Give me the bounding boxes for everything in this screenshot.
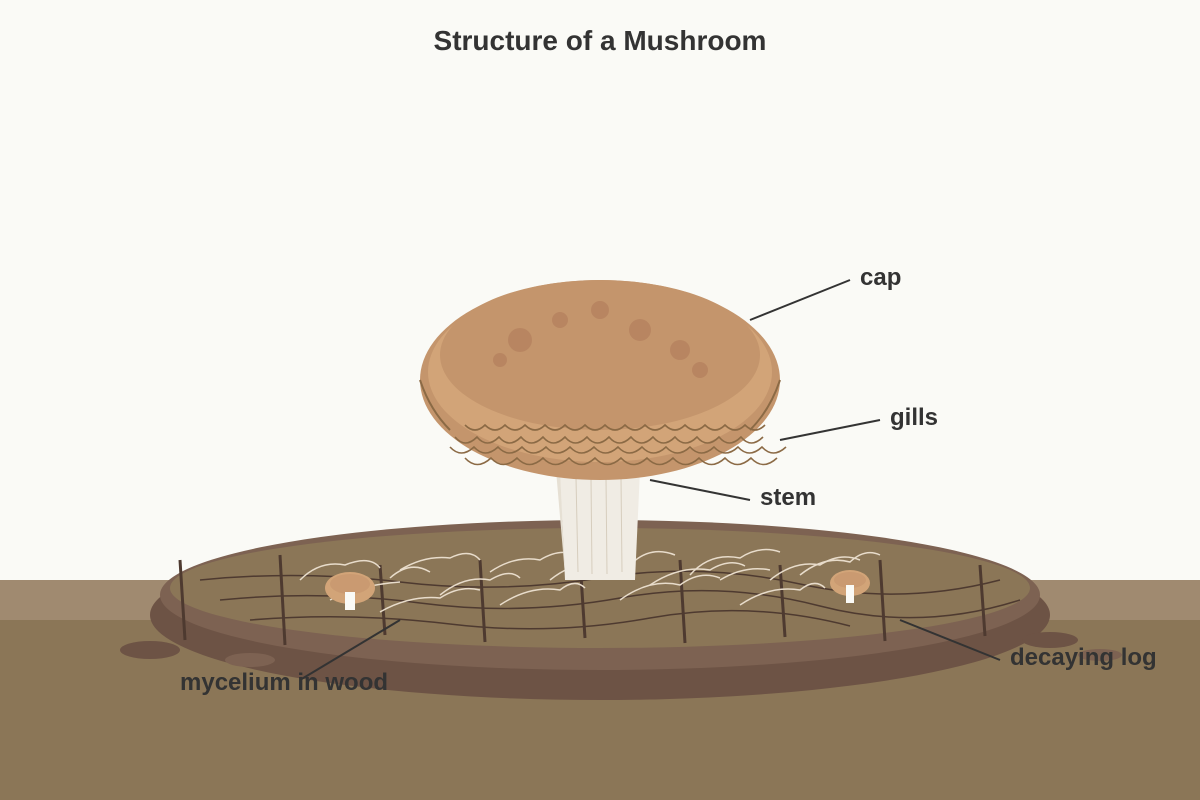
cap-leader-line: [749, 279, 851, 321]
cap-top: [440, 280, 760, 430]
small-mushroom-stem: [846, 585, 854, 603]
small-mushroom-left: [325, 572, 375, 610]
cap-edge-right: [749, 379, 781, 431]
mycelium-label: mycelium in wood: [180, 669, 388, 696]
small-mushroom-stem-front: [345, 592, 355, 610]
cap-edge-left: [419, 379, 451, 431]
log-leader-line: [899, 619, 1001, 661]
diagram-title: Structure of a Mushroom: [434, 25, 767, 56]
cap-spots: [493, 301, 708, 378]
mushroom-gills: [449, 423, 787, 466]
stem-label: stem: [760, 484, 816, 511]
leader-lines: [299, 279, 1001, 681]
small-mushroom-cap-highlight: [330, 574, 370, 594]
stem-leader-line: [649, 479, 751, 501]
small-mushroom-right: [830, 570, 870, 603]
main-mushroom: [419, 280, 787, 580]
decaying-log: [120, 520, 1122, 700]
mycelium-threads: [299, 548, 881, 613]
gills-leader-line: [779, 419, 881, 441]
log-label: decaying log: [1010, 644, 1157, 671]
fallen-bark-piece: [1078, 649, 1122, 661]
cap-label: cap: [860, 264, 901, 291]
fallen-bark-piece: [1022, 632, 1078, 648]
small-mushroom-cap-highlight: [834, 572, 866, 588]
mushroom-stem: [556, 470, 640, 580]
fallen-bark-piece: [120, 641, 180, 659]
mushroom-cap: [419, 280, 781, 480]
mycelium-leader-line: [299, 619, 401, 681]
wood-cracks: [178, 554, 987, 646]
gills-label: gills: [890, 404, 938, 431]
fallen-bark-piece: [225, 653, 275, 667]
